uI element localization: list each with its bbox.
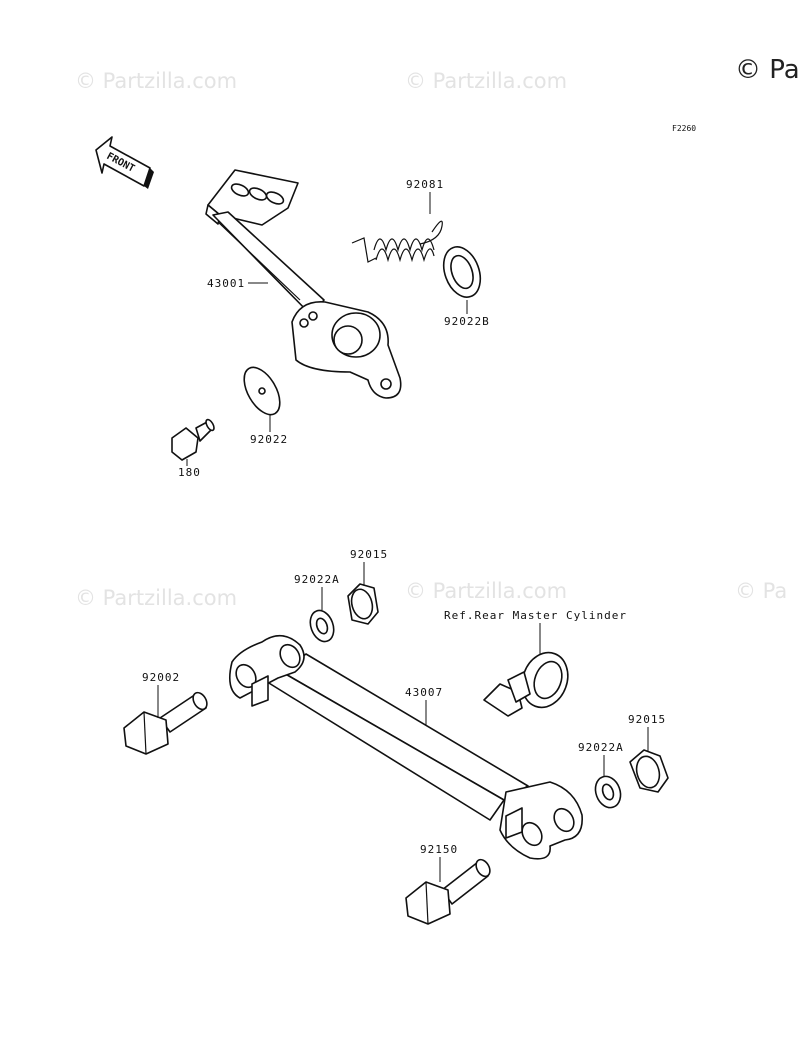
watermark-mid-center: © Partzilla.com bbox=[405, 579, 567, 603]
washer-92022b bbox=[442, 246, 482, 298]
bolt-92002 bbox=[123, 691, 208, 755]
brake-pedal-43001 bbox=[205, 169, 402, 399]
callout-43007: 43007 bbox=[405, 686, 443, 699]
watermark-mid-right: © Pa bbox=[735, 579, 787, 603]
washer-92022a-right bbox=[594, 775, 622, 809]
callout-92002: 92002 bbox=[142, 671, 180, 684]
nut-92015-top bbox=[347, 583, 379, 625]
callout-92015-right: 92015 bbox=[628, 713, 666, 726]
master-cylinder-clevis bbox=[483, 651, 569, 717]
callout-180: 180 bbox=[178, 466, 201, 479]
callout-92081: 92081 bbox=[406, 178, 444, 191]
callout-92022a-right: 92022A bbox=[578, 741, 624, 754]
bolt-92150 bbox=[405, 858, 491, 925]
ref-rear-master-cylinder: Ref.Rear Master Cylinder bbox=[444, 609, 627, 622]
diagram-code: F2260 bbox=[672, 124, 696, 133]
callout-92022b: 92022B bbox=[444, 315, 490, 328]
nut-92015-right bbox=[629, 749, 669, 793]
watermark-top-right: © Pa bbox=[735, 55, 800, 85]
callout-92015-top: 92015 bbox=[350, 548, 388, 561]
brake-rod-43007 bbox=[229, 634, 583, 860]
callout-92022: 92022 bbox=[250, 433, 288, 446]
watermark-top-center: © Partzilla.com bbox=[405, 69, 567, 93]
watermark-top-left: © Partzilla.com bbox=[75, 69, 237, 93]
washer-92022 bbox=[243, 366, 281, 416]
callout-92022a-top: 92022A bbox=[294, 573, 340, 586]
watermark-mid-left: © Partzilla.com bbox=[75, 586, 237, 610]
washer-92022a-top bbox=[309, 609, 335, 643]
spring-92081 bbox=[351, 220, 443, 263]
bolt-180 bbox=[171, 418, 215, 461]
callout-43001: 43001 bbox=[207, 277, 245, 290]
callout-92150: 92150 bbox=[420, 843, 458, 856]
front-arrow-icon: FRONT bbox=[95, 136, 154, 189]
